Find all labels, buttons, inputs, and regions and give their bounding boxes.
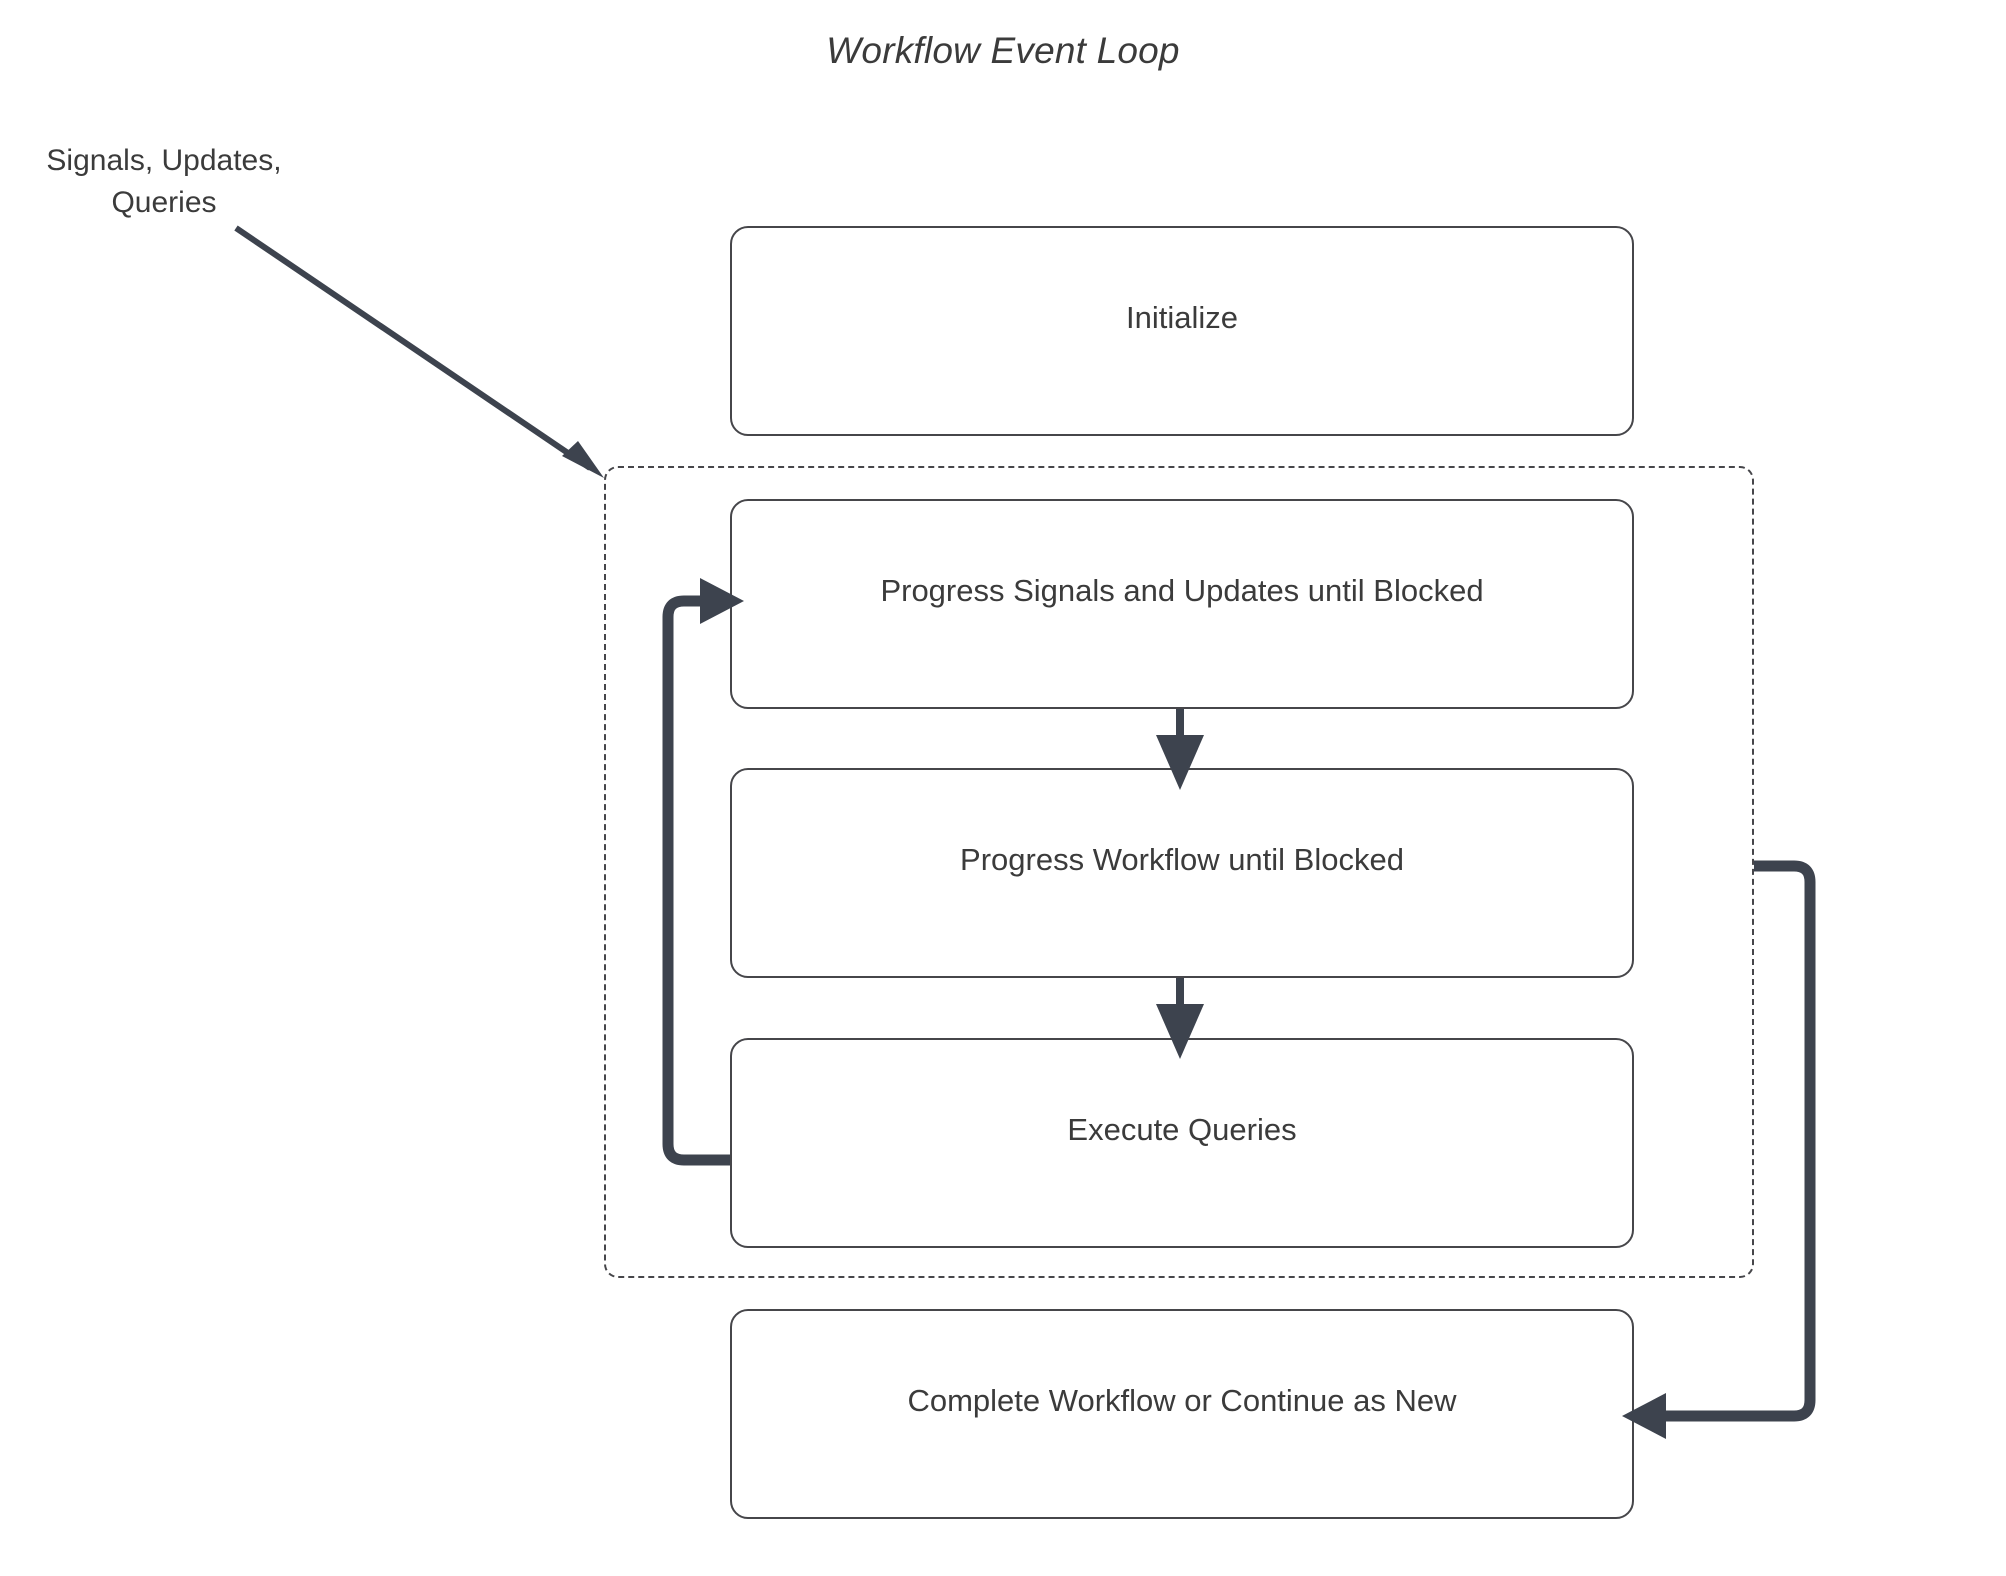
node-progress-workflow[interactable]: Progress Workflow until Blocked	[730, 768, 1634, 978]
edge-external-input	[234, 225, 604, 478]
node-progress-workflow-label: Progress Workflow until Blocked	[960, 842, 1404, 877]
node-progress-signals-updates-label: Progress Signals and Updates until Block…	[880, 573, 1484, 608]
node-initialize-label: Initialize	[1126, 300, 1238, 335]
page-title: Workflow Event Loop	[826, 30, 1180, 71]
external-input-label-line1: Signals, Updates,	[46, 144, 282, 177]
node-execute-queries-label: Execute Queries	[1067, 1112, 1297, 1147]
external-input-label-line2: Queries	[111, 186, 217, 219]
node-initialize[interactable]: Initialize	[730, 226, 1634, 436]
node-complete-workflow[interactable]: Complete Workflow or Continue as New	[730, 1309, 1634, 1519]
node-complete-workflow-label: Complete Workflow or Continue as New	[907, 1383, 1457, 1418]
node-execute-queries[interactable]: Execute Queries	[730, 1038, 1634, 1248]
external-input-label: Signals, Updates, Queries	[24, 140, 304, 224]
node-progress-signals-updates[interactable]: Progress Signals and Updates until Block…	[730, 499, 1634, 709]
